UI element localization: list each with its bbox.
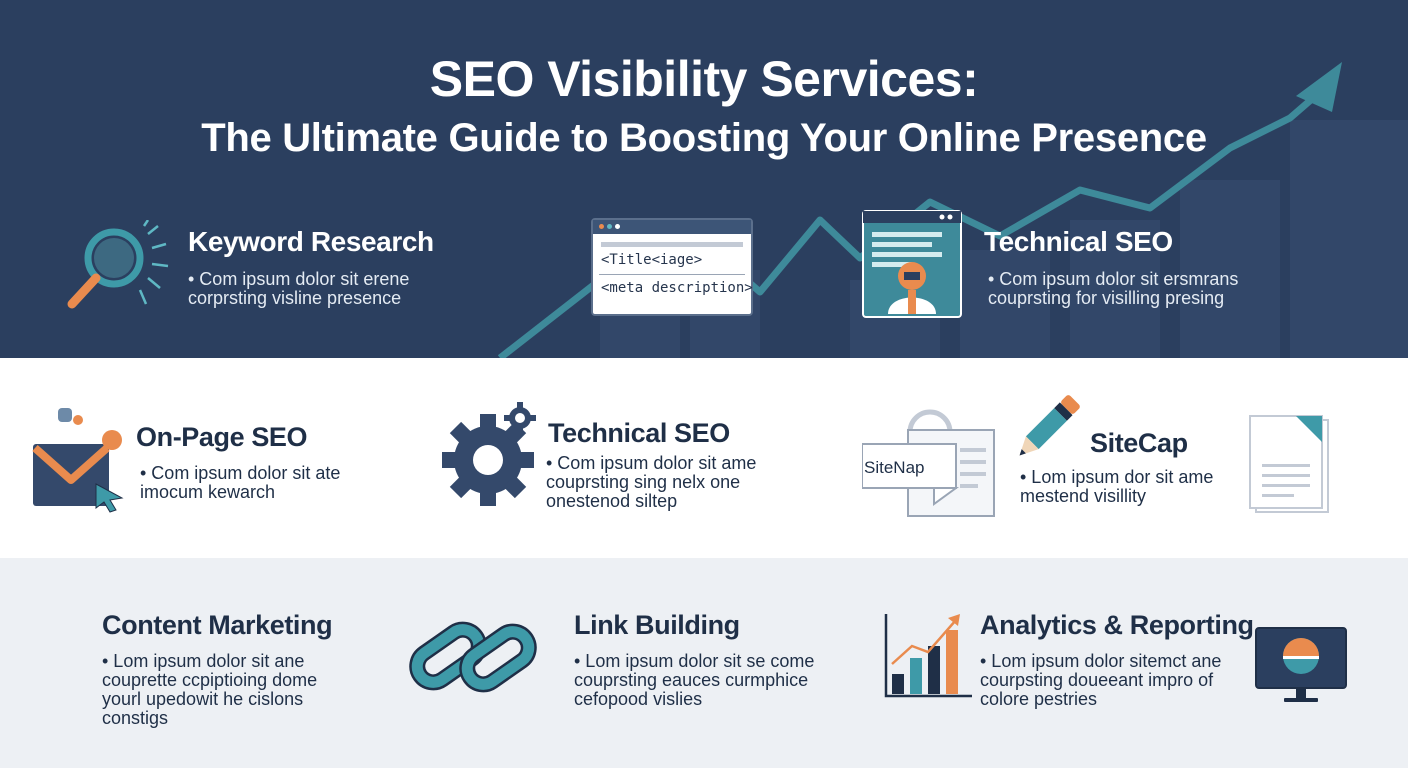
keyword-research-text: • Com ipsum dolor sit erene corprsting v… — [188, 269, 410, 308]
envelope-cursor-icon — [32, 408, 124, 513]
technical-seo-mid-text: • Com ipsum dolor sit ame couprsting sin… — [546, 453, 757, 511]
document-pages-icon — [1249, 415, 1329, 513]
hero-banner: SEO Visibility Services: The Ultimate Gu… — [0, 0, 1408, 358]
meta-description-text: <meta description> — [601, 280, 753, 296]
sitecap-text: • Lom ipsum dor sit ame mestend visillit… — [1020, 467, 1214, 506]
content-marketing-heading: Content Marketing — [102, 610, 333, 640]
browser-window-mockup: <Title<iage> <meta description> — [591, 218, 753, 316]
sitemap-document-icon — [862, 409, 995, 517]
bottom-band — [0, 558, 1408, 768]
bar-chart-icon — [884, 614, 972, 698]
magnifier-icon — [67, 220, 169, 309]
content-marketing-text: • Lom ipsum dolor sit ane couprette ccpi… — [102, 651, 318, 728]
analytics-text: • Lom ipsum dolor sitemct ane courpsting… — [980, 651, 1222, 709]
chain-link-icon — [409, 621, 537, 693]
monitor-pie-chart-icon — [1255, 627, 1347, 702]
technical-seo-heading: Technical SEO — [984, 226, 1173, 257]
middle-band — [0, 358, 1408, 558]
on-page-seo-text: • Com ipsum dolor sit ate imocum kewarch — [140, 463, 341, 502]
link-building-text: • Lom ipsum dolor sit se come couprsting… — [574, 651, 815, 709]
link-building-heading: Link Building — [574, 610, 740, 640]
keyword-research-heading: Keyword Research — [188, 226, 434, 257]
sitecap-heading: SiteCap — [1090, 428, 1188, 458]
title-tag-text: <Title<iage> — [601, 252, 703, 268]
on-page-seo-heading: On-Page SEO — [136, 422, 308, 452]
page-subtitle: The Ultimate Guide to Boosting Your Onli… — [201, 116, 1207, 160]
analytics-heading: Analytics & Reporting — [980, 610, 1254, 640]
pencil-icon — [1019, 395, 1080, 456]
webpage-person-icon — [862, 210, 962, 318]
sitenap-label: SiteNap — [864, 458, 925, 477]
page-title: SEO Visibility Services: — [429, 51, 979, 107]
gears-icon — [442, 402, 536, 506]
technical-seo-text: • Com ipsum dolor sit ersmrans couprstin… — [988, 269, 1239, 308]
technical-seo-mid-heading: Technical SEO — [548, 418, 730, 448]
